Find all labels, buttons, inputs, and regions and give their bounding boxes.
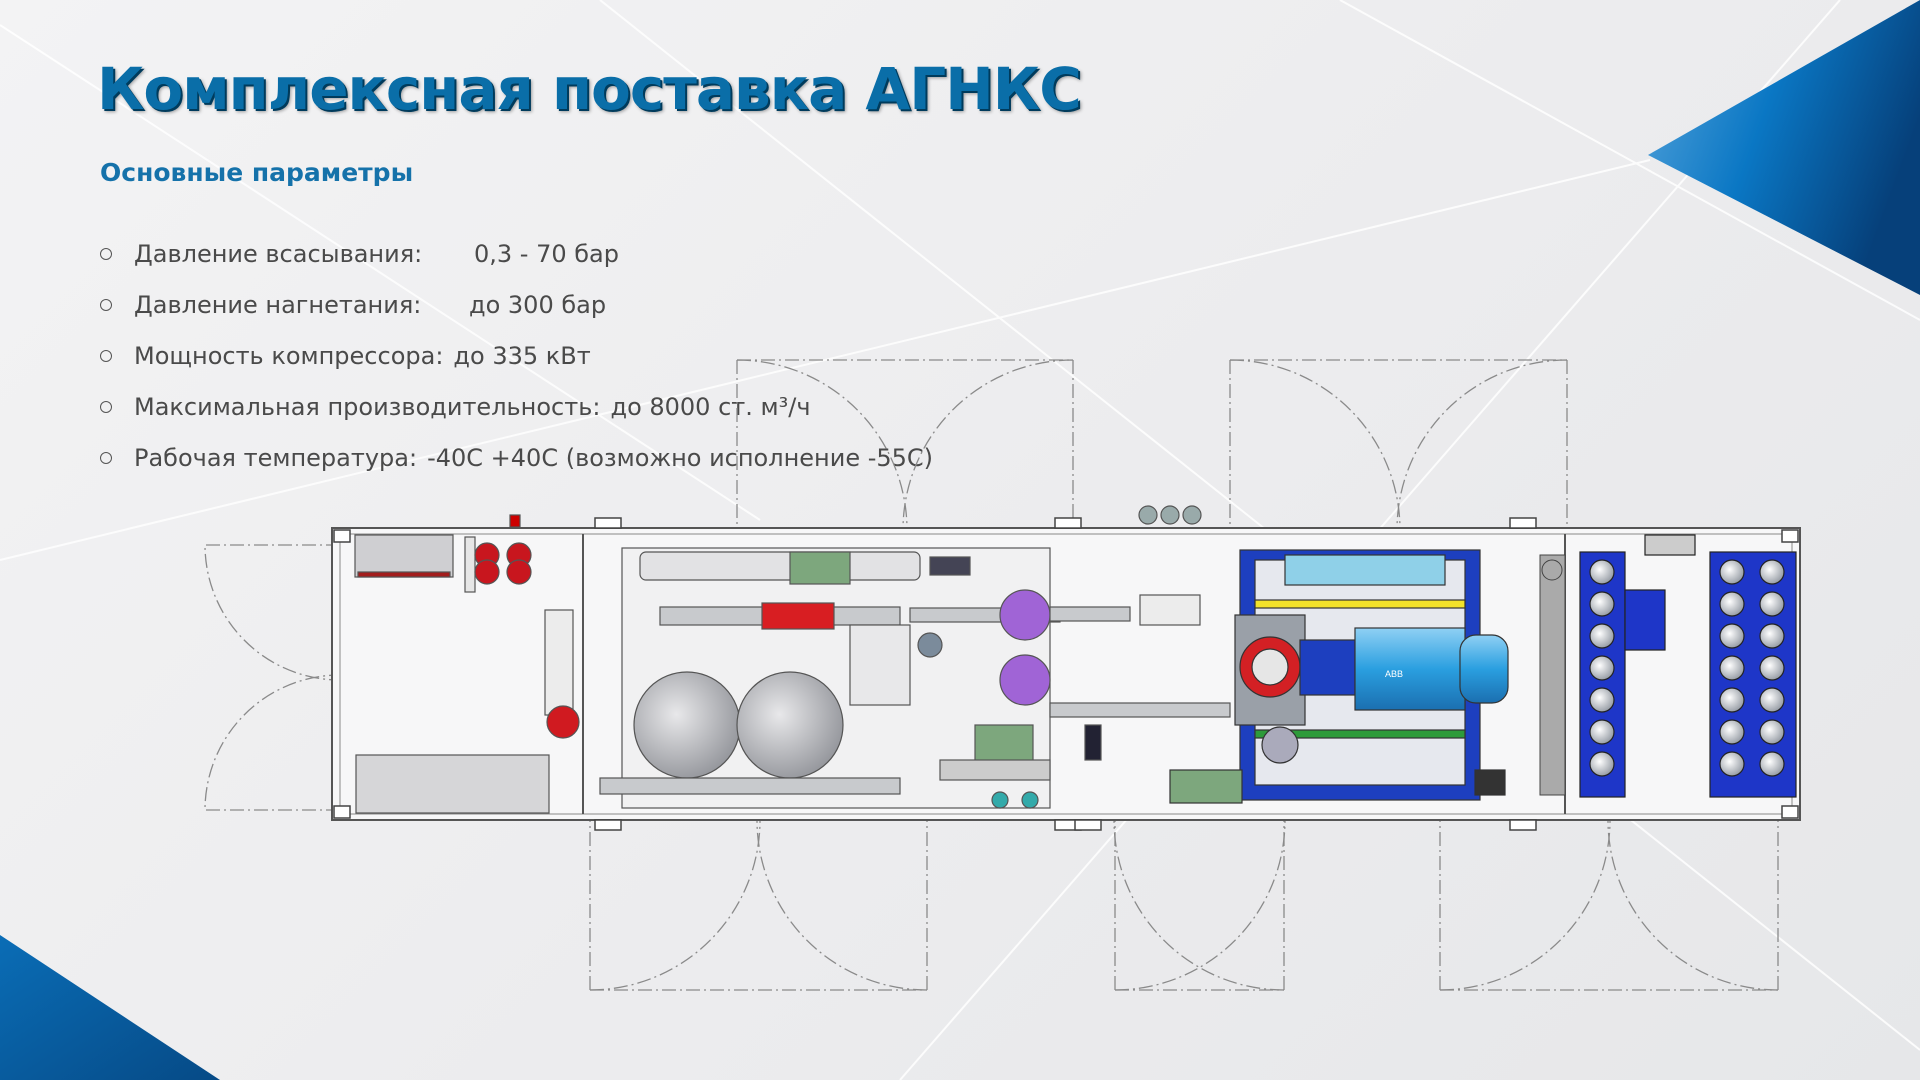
bullet-circle-icon — [100, 451, 112, 464]
parameter-item: Давление нагнетания: до 300 бар — [100, 279, 933, 330]
parameter-value: -40С +40С (возможно исполнение -55С) — [427, 443, 934, 472]
parameter-list: Давление всасывания: 0,3 - 70 бар Давлени… — [100, 228, 933, 483]
parameter-value: до 335 кВт — [453, 341, 591, 370]
parameter-item: Давление всасывания: 0,3 - 70 бар — [100, 228, 933, 279]
bullet-circle-icon — [100, 298, 112, 311]
motor-badge: ABB — [1385, 669, 1403, 679]
bullet-circle-icon — [100, 400, 112, 413]
slide-title: Комплексная поставка АГНКС — [97, 55, 1082, 123]
corner-triangle-top-right — [1648, 0, 1920, 295]
parameter-item: Максимальная производительность: до 8000 … — [100, 381, 933, 432]
parameter-label: Мощность компрессора: — [134, 341, 444, 370]
parameter-label: Рабочая температура: — [134, 443, 418, 472]
auxiliary-room — [354, 514, 580, 814]
parameter-value: 0,3 - 70 бар — [474, 239, 619, 268]
parameter-item: Рабочая температура: -40С +40С (возможно … — [100, 432, 933, 483]
bullet-circle-icon — [100, 349, 112, 362]
compressor-unit: ABB — [1169, 549, 1509, 804]
station-layout-drawing: ABB — [204, 359, 1801, 991]
parameter-label: Максимальная производительность: — [134, 392, 601, 421]
parameter-label: Давление всасывания: — [134, 239, 423, 268]
filter-bank-left — [1579, 534, 1696, 798]
corner-triangle-bottom-left — [0, 935, 220, 1080]
slide-subtitle: Основные параметры — [100, 158, 414, 187]
door-swing-arcs — [204, 359, 1779, 991]
parameter-value: до 8000 ст. м³/ч — [610, 392, 811, 421]
filter-bank-right — [1709, 551, 1797, 798]
parameter-item: Мощность компрессора: до 335 кВт — [100, 330, 933, 381]
parameter-value: до 300 бар — [469, 290, 607, 319]
gas-treatment-module — [599, 547, 1231, 809]
parameter-label: Давление нагнетания: — [134, 290, 422, 319]
bullet-circle-icon — [100, 247, 112, 260]
